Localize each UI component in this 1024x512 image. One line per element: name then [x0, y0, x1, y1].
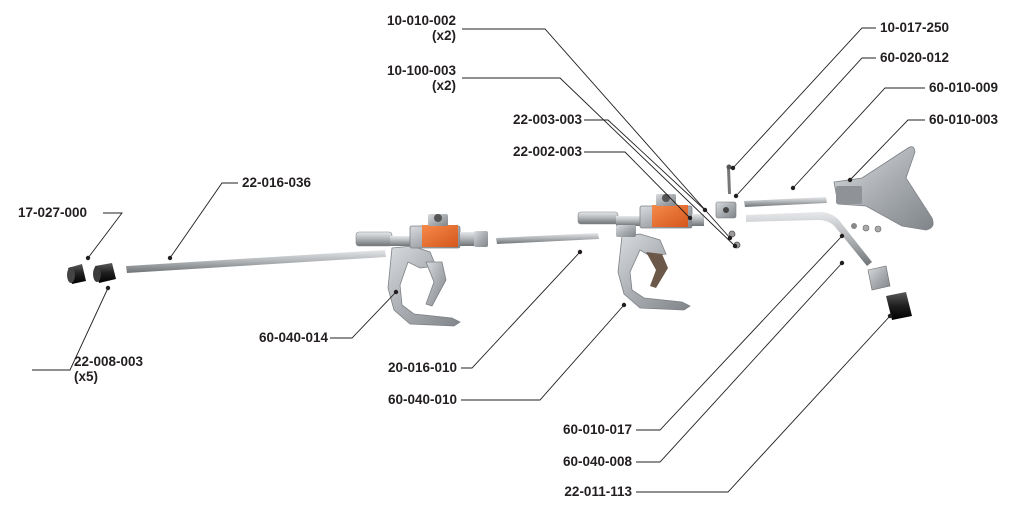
part-quantity: (x2) [431, 78, 456, 93]
middle-rod-part [496, 233, 599, 244]
leader-dots [85, 165, 893, 319]
end-nut-part [67, 264, 86, 284]
part-number: 60-040-008 [562, 454, 632, 469]
part-number: 22-016-036 [242, 175, 312, 190]
callout-60-040-010: 60-040-010 [388, 392, 457, 407]
callout-60-010-009: 60-010-009 [929, 80, 998, 95]
part-number: 60-010-009 [929, 80, 999, 95]
callout-10-017-250: 10-017-250 [880, 20, 949, 35]
part-number: 17-027-000 [18, 205, 88, 220]
part-number: 22-002-003 [512, 144, 582, 159]
callout-60-040-014: 60-040-014 [259, 330, 328, 345]
callout-60-040-008: 60-040-008 [563, 454, 632, 469]
ferrule-part [93, 263, 116, 283]
callout-22-003-003: 22-003-003 [513, 112, 582, 127]
part-number: 10-017-250 [880, 20, 950, 35]
part-number: 60-010-003 [929, 112, 999, 127]
part-number: 60-010-017 [562, 422, 632, 437]
gun-assembly-left [67, 214, 599, 327]
part-number: 60-040-010 [387, 392, 457, 407]
callout-10-010-002: 10-010-002 (x2) [387, 13, 456, 43]
part-number: 22-008-003 [74, 354, 144, 369]
right-parts [744, 146, 934, 320]
part-number: 22-011-113 [564, 484, 632, 499]
callout-60-020-012: 60-020-012 [880, 50, 949, 65]
callout-60-010-017: 60-010-017 [563, 422, 632, 437]
part-number: 22-003-003 [512, 112, 582, 127]
callout-10-100-003: 10-100-003 (x2) [387, 63, 456, 93]
small-hardware [715, 164, 741, 249]
gun-assembly-right [577, 194, 704, 311]
part-number: 10-010-002 [386, 13, 456, 28]
callout-22-016-036: 22-016-036 [242, 175, 311, 190]
part-number: 60-040-014 [258, 330, 328, 345]
callout-22-008-003: 22-008-003 (x5) [74, 354, 143, 384]
part-number: 20-016-010 [387, 360, 457, 375]
long-rod-part [126, 250, 386, 273]
gun-body-part [355, 214, 488, 327]
callout-20-016-010: 20-016-010 [388, 360, 457, 375]
part-number: 10-100-003 [386, 63, 456, 78]
callout-22-002-003: 22-002-003 [513, 144, 582, 159]
part-number: 60-020-012 [880, 50, 950, 65]
callout-17-027-000: 17-027-000 [18, 205, 87, 220]
callout-60-010-003: 60-010-003 [929, 112, 998, 127]
callout-22-011-113: 22-011-113 [564, 484, 632, 499]
part-quantity: (x5) [74, 369, 99, 384]
part-quantity: (x2) [431, 28, 456, 43]
leader-lines [32, 27, 925, 493]
